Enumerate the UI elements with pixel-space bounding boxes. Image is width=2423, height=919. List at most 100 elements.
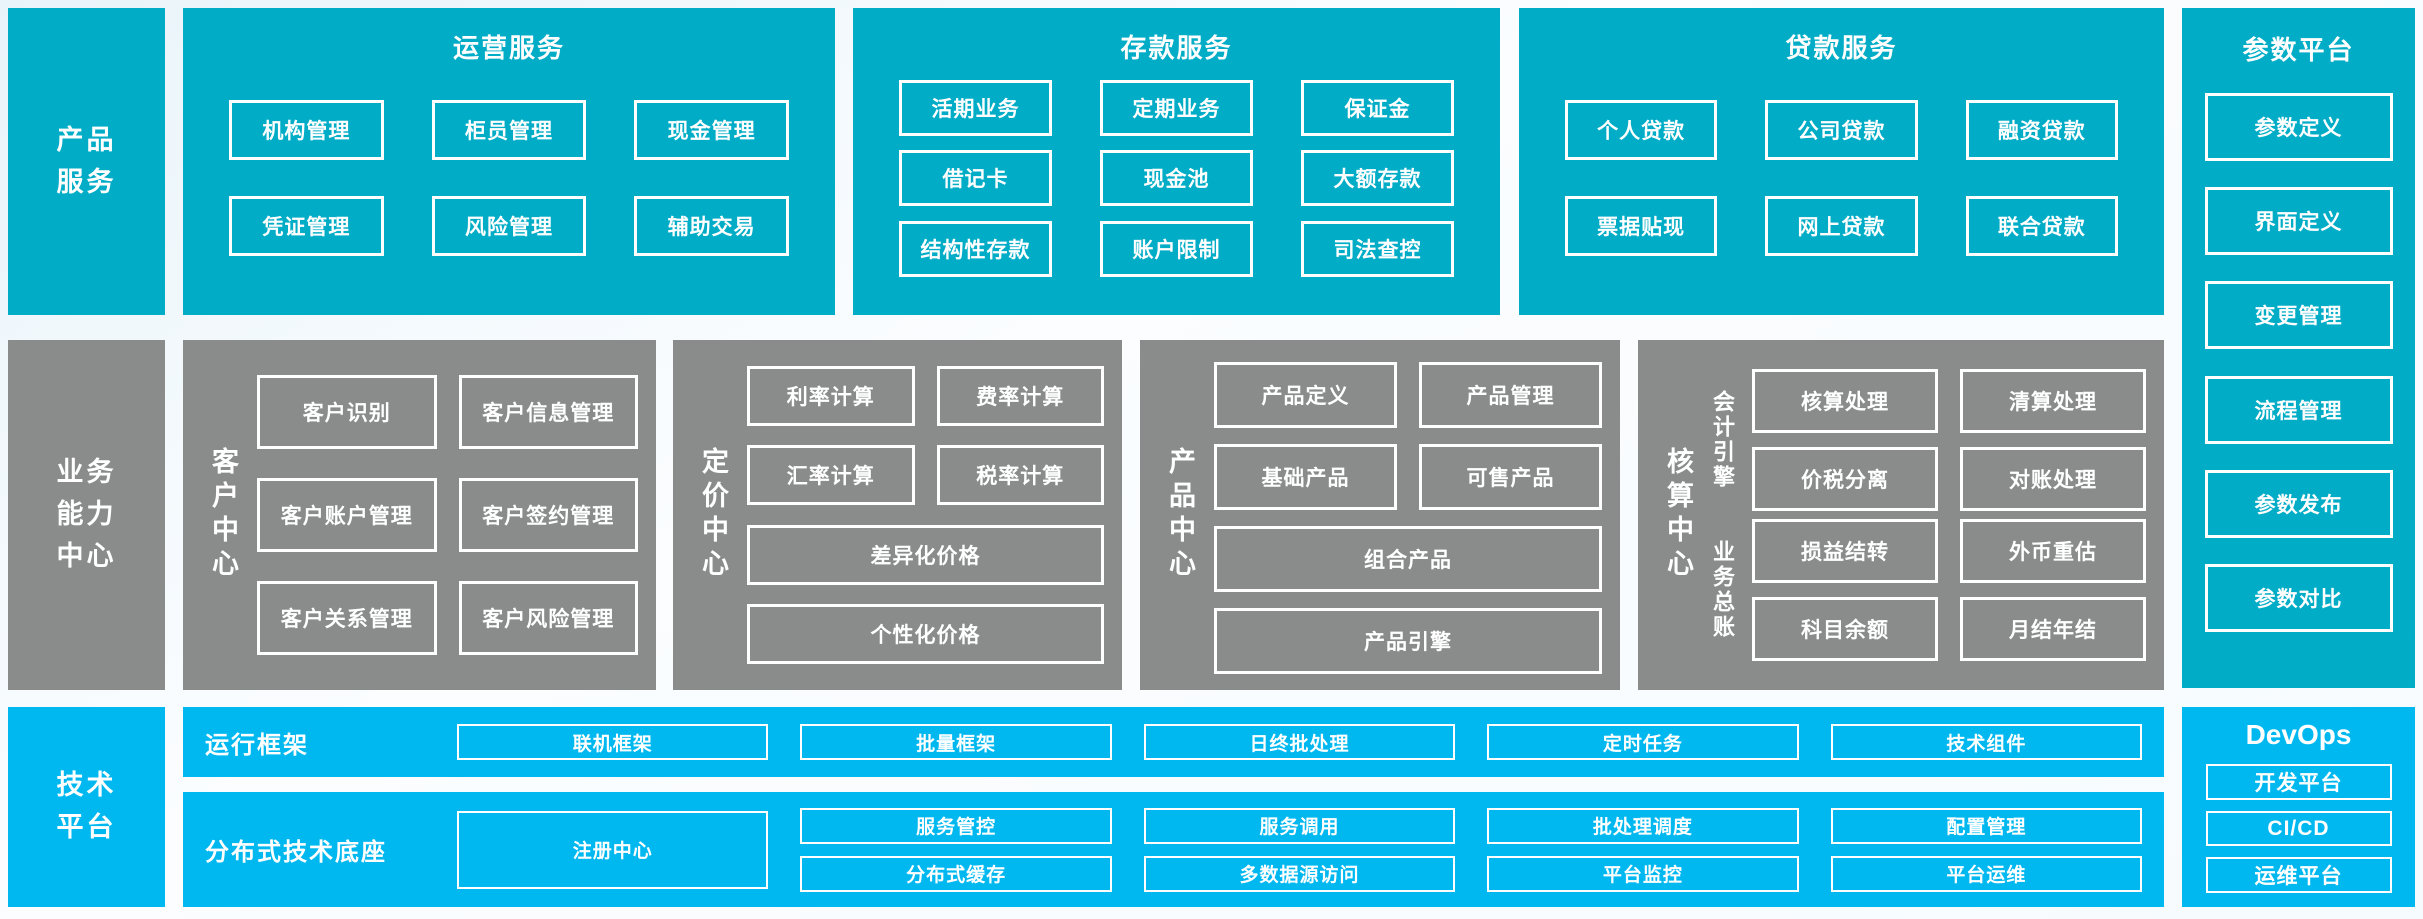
diagram-box: 分布式缓存 <box>800 855 1112 892</box>
sidebar-label-line: 产品 <box>56 124 117 155</box>
sidebar-label-line: 平台 <box>56 812 117 842</box>
group-items: 活期业务 定期业务 保证金 借记卡 现金池 大额存款 结构性存款 账户限制 司法… <box>899 65 1454 291</box>
band-stack: 配置管理 平台运维 <box>1830 807 2143 892</box>
diagram-box: 保证金 <box>1301 79 1454 136</box>
sidebar-label-line: 技术 <box>56 770 117 801</box>
diagram-box: 费率计算 <box>936 365 1104 426</box>
diagram-box: 联合贷款 <box>1965 195 2118 256</box>
diagram-box: 核算处理 <box>1752 369 1938 434</box>
sidebar-technology-platform: 技术 平台 <box>8 707 165 907</box>
diagram-box: 产品定义 <box>1214 362 1397 428</box>
group-pricing-center: 定价中心 利率计算 费率计算 汇率计算 税率计算 差异化价格 个性化价格 <box>673 340 1122 690</box>
diagram-box: 基础产品 <box>1214 444 1397 510</box>
group-items: 损益结转 外币重估 科目余额 月结年结 <box>1752 518 2146 661</box>
diagram-box: 批量框架 <box>800 724 1112 760</box>
diagram-box: 税率计算 <box>936 445 1104 506</box>
band-stack: 服务管控 分布式缓存 <box>800 807 1112 892</box>
group-title: 存款服务 <box>1120 33 1233 63</box>
group-title: DevOps <box>2245 719 2352 750</box>
group-items: 产品定义 产品管理 基础产品 可售产品 组合产品 产品引擎 <box>1214 362 1602 674</box>
group-title: 贷款服务 <box>1785 33 1898 63</box>
diagram-box: 科目余额 <box>1752 596 1938 661</box>
diagram-box: 日终批处理 <box>1143 724 1456 760</box>
diagram-box: 活期业务 <box>899 79 1052 136</box>
section-business-ledger: 业务总账 损益结转 外币重估 科目余额 月结年结 <box>1704 518 2146 661</box>
group-items: 个人贷款 公司贷款 融资贷款 票据贴现 网上贷款 联合贷款 <box>1565 65 2118 291</box>
diagram-box: 定时任务 <box>1487 724 1799 760</box>
diagram-box: 参数发布 <box>2204 469 2393 538</box>
diagram-box: 配置管理 <box>1830 807 2143 844</box>
diagram-box: 客户识别 <box>257 375 437 449</box>
group-title: 运营服务 <box>452 33 565 63</box>
sidebar-product-services: 产品 服务 <box>8 8 165 315</box>
diagram-box: 个性化价格 <box>747 604 1104 665</box>
diagram-box: 服务调用 <box>1143 807 1456 844</box>
diagram-box: 网上贷款 <box>1765 195 1918 256</box>
diagram-box: 个人贷款 <box>1565 100 1718 161</box>
diagram-box: 外币重估 <box>1960 518 2146 583</box>
diagram-box: 服务管控 <box>800 807 1112 844</box>
diagram-box: 参数对比 <box>2204 563 2393 632</box>
diagram-box: 损益结转 <box>1752 518 1938 583</box>
group-items: 参数定义 界面定义 变更管理 流程管理 参数发布 参数对比 <box>2182 67 2415 658</box>
sidebar-label-line: 能力 <box>56 499 117 530</box>
diagram-box: 融资贷款 <box>1965 100 2118 161</box>
diagram-box: 账户限制 <box>1100 220 1253 277</box>
diagram-box: 批处理调度 <box>1487 807 1799 844</box>
diagram-box: 辅助交易 <box>634 195 790 256</box>
group-customer-center: 客户中心 客户识别 客户信息管理 客户账户管理 客户签约管理 客户关系管理 客户… <box>183 340 656 690</box>
band-distributed-tech-base: 分布式技术底座 注册中心 服务管控 分布式缓存 服务调用 多数据源访问 批处理调… <box>183 792 2164 907</box>
diagram-box: 流程管理 <box>2204 375 2393 444</box>
diagram-box: 参数定义 <box>2204 93 2393 162</box>
diagram-box: 可售产品 <box>1419 444 1602 510</box>
band-label: 运行框架 <box>205 731 309 759</box>
band-stack: 批处理调度 平台监控 <box>1487 807 1799 892</box>
item-row: 个人贷款 公司贷款 融资贷款 <box>1565 100 2118 161</box>
group-accounting-center: 核算中心 会计引擎 核算处理 清算处理 价税分离 对账处理 业务总账 损益结转 … <box>1638 340 2164 690</box>
diagram-box: 客户风险管理 <box>458 581 638 655</box>
diagram-box: 机构管理 <box>229 100 384 161</box>
diagram-box: 组合产品 <box>1214 526 1602 592</box>
diagram-box: 开发平台 <box>2205 764 2392 800</box>
center-vertical-label: 核算中心 <box>1663 447 1693 583</box>
diagram-box: 平台监控 <box>1487 855 1799 892</box>
diagram-box: 现金池 <box>1100 150 1253 206</box>
section-vertical-label: 会计引擎 <box>1710 390 1735 491</box>
diagram-box: 司法查控 <box>1301 220 1454 277</box>
sidebar-label-line: 中心 <box>56 540 117 571</box>
sidebar-label-line: 服务 <box>56 166 117 197</box>
section-accounting-engine: 会计引擎 核算处理 清算处理 价税分离 对账处理 <box>1704 369 2146 512</box>
diagram-box: 利率计算 <box>747 365 915 426</box>
item-row: 机构管理 柜员管理 现金管理 <box>229 100 790 161</box>
center-vertical-label: 客户中心 <box>208 447 238 583</box>
group-items: 利率计算 费率计算 汇率计算 税率计算 差异化价格 个性化价格 <box>747 362 1104 668</box>
diagram-box: 清算处理 <box>1960 369 2146 434</box>
band-label: 分布式技术底座 <box>205 839 387 866</box>
diagram-box: 差异化价格 <box>747 524 1104 585</box>
diagram-box: 定期业务 <box>1100 79 1253 136</box>
diagram-box: 技术组件 <box>1830 724 2143 760</box>
section-vertical-label: 业务总账 <box>1710 539 1735 640</box>
group-title: 参数平台 <box>2242 35 2355 65</box>
diagram-box: 运维平台 <box>2205 857 2392 894</box>
diagram-box: 公司贷款 <box>1765 100 1918 161</box>
item-row: 结构性存款 账户限制 司法查控 <box>899 220 1454 277</box>
diagram-box: 票据贴现 <box>1565 195 1718 256</box>
diagram-box: 客户关系管理 <box>257 581 437 655</box>
group-items: 客户识别 客户信息管理 客户账户管理 客户签约管理 客户关系管理 客户风险管理 <box>257 362 638 668</box>
diagram-box: 凭证管理 <box>229 195 384 256</box>
group-devops: DevOps 开发平台 CI/CD 运维平台 <box>2182 707 2415 907</box>
diagram-box: 月结年结 <box>1960 596 2146 661</box>
diagram-box: 多数据源访问 <box>1143 855 1456 892</box>
center-vertical-label: 定价中心 <box>698 447 728 583</box>
diagram-box: 注册中心 <box>457 810 769 889</box>
diagram-box: 界面定义 <box>2204 187 2393 256</box>
diagram-box: 大额存款 <box>1301 150 1454 206</box>
group-product-center: 产品中心 产品定义 产品管理 基础产品 可售产品 组合产品 产品引擎 <box>1140 340 1620 690</box>
diagram-box: 对账处理 <box>1960 447 2146 512</box>
item-row: 凭证管理 风险管理 辅助交易 <box>229 195 790 256</box>
diagram-box: 风险管理 <box>431 195 587 256</box>
diagram-box: 产品管理 <box>1419 362 1602 428</box>
group-deposit-services: 存款服务 活期业务 定期业务 保证金 借记卡 现金池 大额存款 结构性存款 账户… <box>853 8 1500 315</box>
